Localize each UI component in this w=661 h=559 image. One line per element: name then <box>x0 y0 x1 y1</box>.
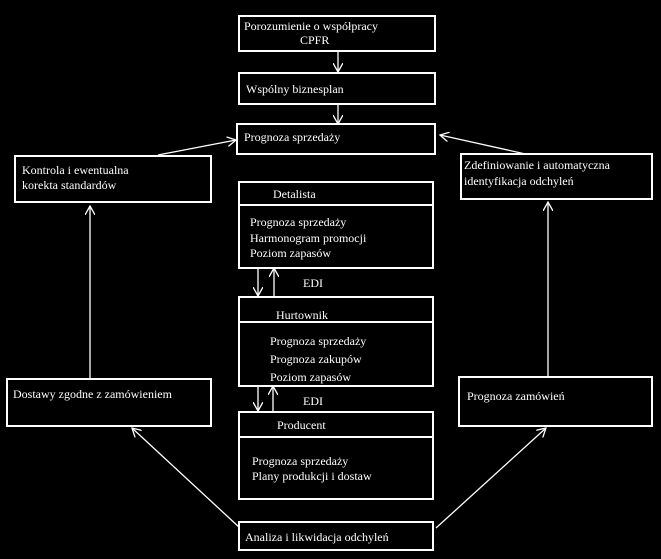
hurtownik-item: Prognoza sprzedaży <box>270 334 367 348</box>
producent-header <box>238 411 434 438</box>
producent-body <box>238 436 434 500</box>
detalista-header <box>238 181 434 206</box>
hurtownik-header <box>238 296 434 323</box>
detalista-item: Poziom zapasów <box>250 246 331 260</box>
kontrola-line1: Kontrola i ewentualna <box>22 163 129 177</box>
detalista-item: Prognoza sprzedaży <box>250 215 347 229</box>
hurtownik-body <box>238 321 434 387</box>
edi-label-2: EDI <box>303 394 323 408</box>
biznesplan-box <box>238 72 436 105</box>
kontrola-line2: korekta standardów <box>22 178 117 192</box>
prognoza-sprzedazy-box <box>236 123 436 155</box>
producent-item: Plany produkcji i dostaw <box>252 469 372 483</box>
detalista-title: Detalista <box>273 187 316 201</box>
edi-label-1: EDI <box>303 276 323 290</box>
detalista-item: Harmonogram promocji <box>250 231 367 245</box>
arrow-kontrola-to-prognoza <box>157 140 236 156</box>
arrow-analiza-to-zamowien <box>435 428 546 529</box>
analiza-box <box>238 521 434 551</box>
porozumienie-line1: Porozumienie o współpracy <box>244 19 378 33</box>
prognoza-sprzedazy-label: Prognoza sprzedaży <box>244 130 341 144</box>
detalista-body <box>238 204 434 269</box>
dostawy-label: Dostawy zgodne z zamówieniem <box>13 387 172 401</box>
porozumienie-line2: CPFR <box>300 33 330 47</box>
producent-item: Prognoza sprzedaży <box>252 454 349 468</box>
hurtownik-title: Hurtownik <box>276 308 328 322</box>
arrow-analiza-to-dostawy <box>132 428 241 529</box>
prognoza-zamowien-label: Prognoza zamówień <box>467 389 565 403</box>
analiza-label: Analiza i likwidacja odchyleń <box>245 530 389 544</box>
hurtownik-item: Poziom zapasów <box>270 370 351 384</box>
porozumienie-box <box>238 15 436 52</box>
prognoza-zamowien-box <box>458 376 653 427</box>
zdefiniowanie-line1: Zdefiniowanie i automatyczna <box>464 158 610 172</box>
arrow-zdefiniowanie-to-prognoza <box>440 135 531 156</box>
hurtownik-item: Prognoza zakupów <box>270 352 362 366</box>
zdefiniowanie-line2: identyfikacja odchyleń <box>464 174 574 188</box>
zdefiniowanie-box <box>460 153 653 200</box>
kontrola-box <box>14 155 212 203</box>
producent-title: Producent <box>277 418 326 432</box>
dostawy-box <box>6 378 212 427</box>
biznesplan-label: Wspólny biznesplan <box>246 82 344 96</box>
